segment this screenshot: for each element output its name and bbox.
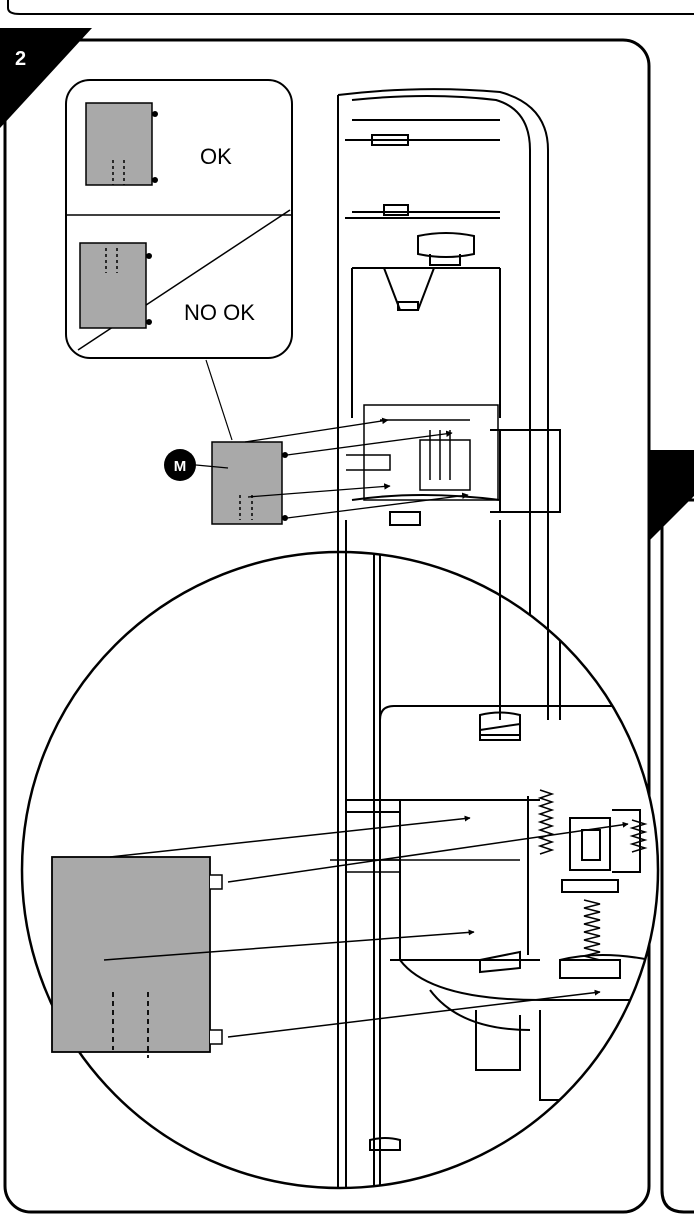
alignment-arrows-small (244, 417, 469, 519)
inset-pointer (205, 359, 233, 441)
panel-ok-example (85, 102, 153, 186)
next-step-frame (660, 498, 694, 1214)
panel-not-ok-example (79, 242, 147, 329)
step-badge (0, 28, 92, 128)
front-panel-small (211, 441, 288, 525)
zoom-circle-border (20, 550, 660, 1190)
not-ok-label: NO OK (184, 300, 255, 325)
zoom-detail (330, 552, 651, 1188)
callout-m (164, 449, 229, 481)
next-step-badge (650, 450, 694, 540)
dispenser-unit (337, 88, 561, 705)
top-frame-edge (7, 0, 694, 15)
callout-m-label: M (174, 458, 187, 475)
orientation-inset (65, 79, 293, 359)
alignment-arrows-large (103, 815, 629, 1038)
step-frame (3, 38, 651, 1214)
step-number: 2 (15, 48, 26, 70)
ok-label: OK (200, 144, 232, 169)
